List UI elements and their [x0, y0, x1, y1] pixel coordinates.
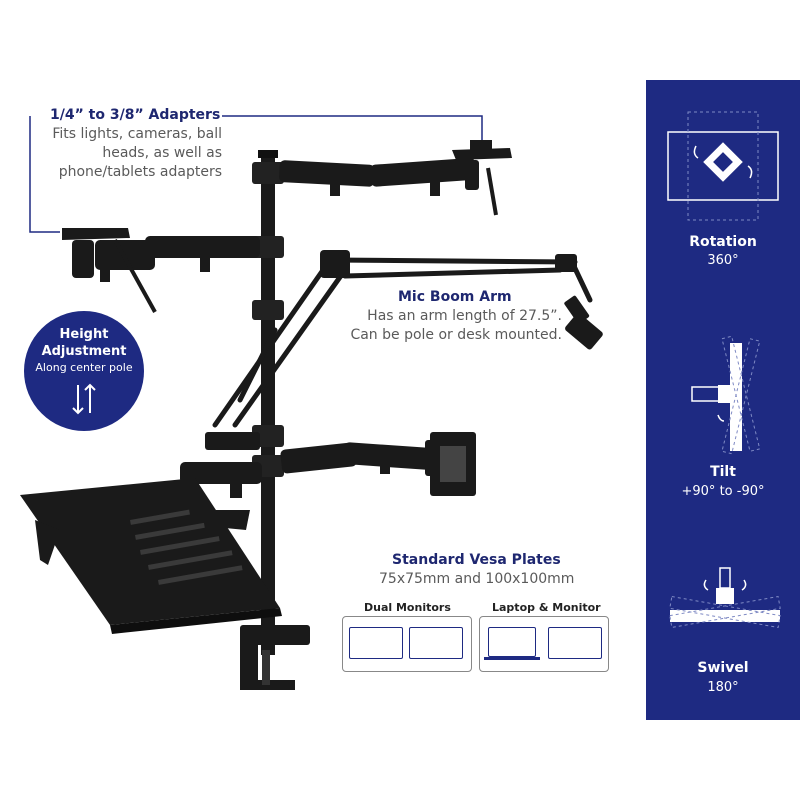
- feature-tilt-label: Tilt: [710, 464, 736, 480]
- desk-clamp: [240, 625, 310, 690]
- tilt-icon: [691, 335, 761, 455]
- center-pole: [261, 150, 275, 655]
- height-line-3: Along center pole: [35, 361, 133, 374]
- mic-boom-line-2: Can be pole or desk mounted.: [350, 327, 562, 343]
- feature-tilt-value: +90° to -90°: [681, 484, 765, 499]
- height-line-1: Height: [59, 327, 109, 342]
- feature-rotation-value: 360°: [707, 253, 739, 268]
- adapters-callout-lines: [29, 115, 483, 233]
- monitor-icon: [548, 627, 602, 659]
- monitor-arm: [280, 432, 476, 496]
- monitor-mount-illustration: [20, 115, 603, 690]
- monitor-icon: [349, 627, 403, 659]
- vesa-subtitle: 75x75mm and 100x100mm: [379, 571, 575, 587]
- config-dual-monitors: [342, 616, 472, 672]
- up-down-arrows-icon: [72, 383, 96, 415]
- feature-rotation-label: Rotation: [689, 234, 757, 250]
- config-laptop-title: Laptop & Monitor: [492, 601, 601, 614]
- rotation-icon: [667, 111, 779, 221]
- mic-boom-title: Mic Boom Arm: [398, 289, 512, 305]
- left-arm: [62, 228, 260, 313]
- adapters-line-1: Fits lights, cameras, ball: [52, 126, 222, 142]
- adapters-title: 1/4” to 3/8” Adapters: [50, 107, 221, 123]
- height-adjustment-badge: Height Adjustment Along center pole: [24, 311, 144, 431]
- features-panel: Rotation 360° Tilt +90° to -90° Swivel 1…: [646, 80, 800, 720]
- mic-boom-line-1: Has an arm length of 27.5”.: [367, 308, 562, 324]
- height-line-2: Adjustment: [41, 344, 127, 359]
- feature-swivel-value: 180°: [707, 680, 739, 695]
- monitor-icon: [409, 627, 463, 659]
- config-laptop-monitor: [479, 616, 609, 672]
- adapters-line-3: phone/tablets adapters: [58, 164, 222, 180]
- laptop-base: [484, 657, 540, 660]
- top-arm: [279, 140, 512, 216]
- swivel-icon: [669, 567, 781, 629]
- adapters-line-2: heads, as well as: [102, 145, 222, 161]
- mic-boom-arm: [212, 257, 593, 428]
- mic-boom-desc: Has an arm length of 27.5”. Can be pole …: [330, 307, 562, 345]
- config-dual-title: Dual Monitors: [364, 601, 451, 614]
- laptop-icon: [488, 627, 536, 657]
- adapters-desc: Fits lights, cameras, ball heads, as wel…: [30, 125, 222, 182]
- laptop-tray: [20, 478, 282, 634]
- laptop-tray-arm: [180, 462, 262, 498]
- feature-swivel-label: Swivel: [697, 660, 749, 676]
- vesa-title: Standard Vesa Plates: [392, 552, 561, 568]
